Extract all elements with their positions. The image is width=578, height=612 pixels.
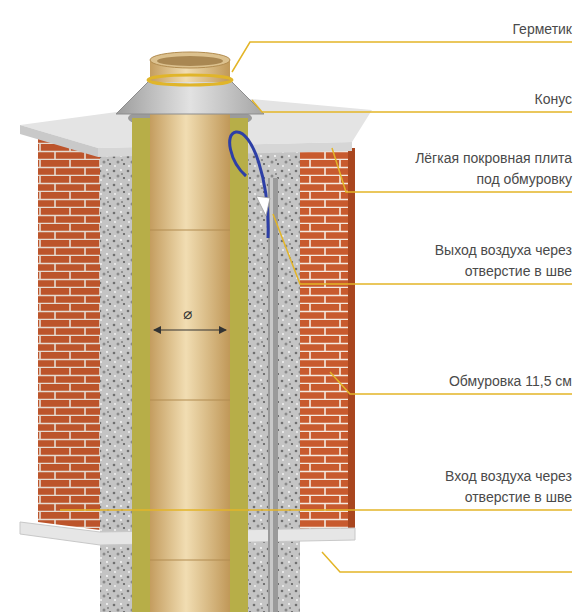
callout-label: Выход воздуха через отверстие в шве [397,240,572,281]
callout-label: Обмуровка 11,5 см [422,371,572,391]
diameter-symbol: ⌀ [183,306,192,323]
callout-label: Конус [382,89,572,109]
callout-label: Вход воздуха через отверстие в шве [397,466,572,507]
callout-label: Лёгкая покровная плита под обмуровку [412,148,572,189]
callout-label: Герметик [382,19,572,39]
